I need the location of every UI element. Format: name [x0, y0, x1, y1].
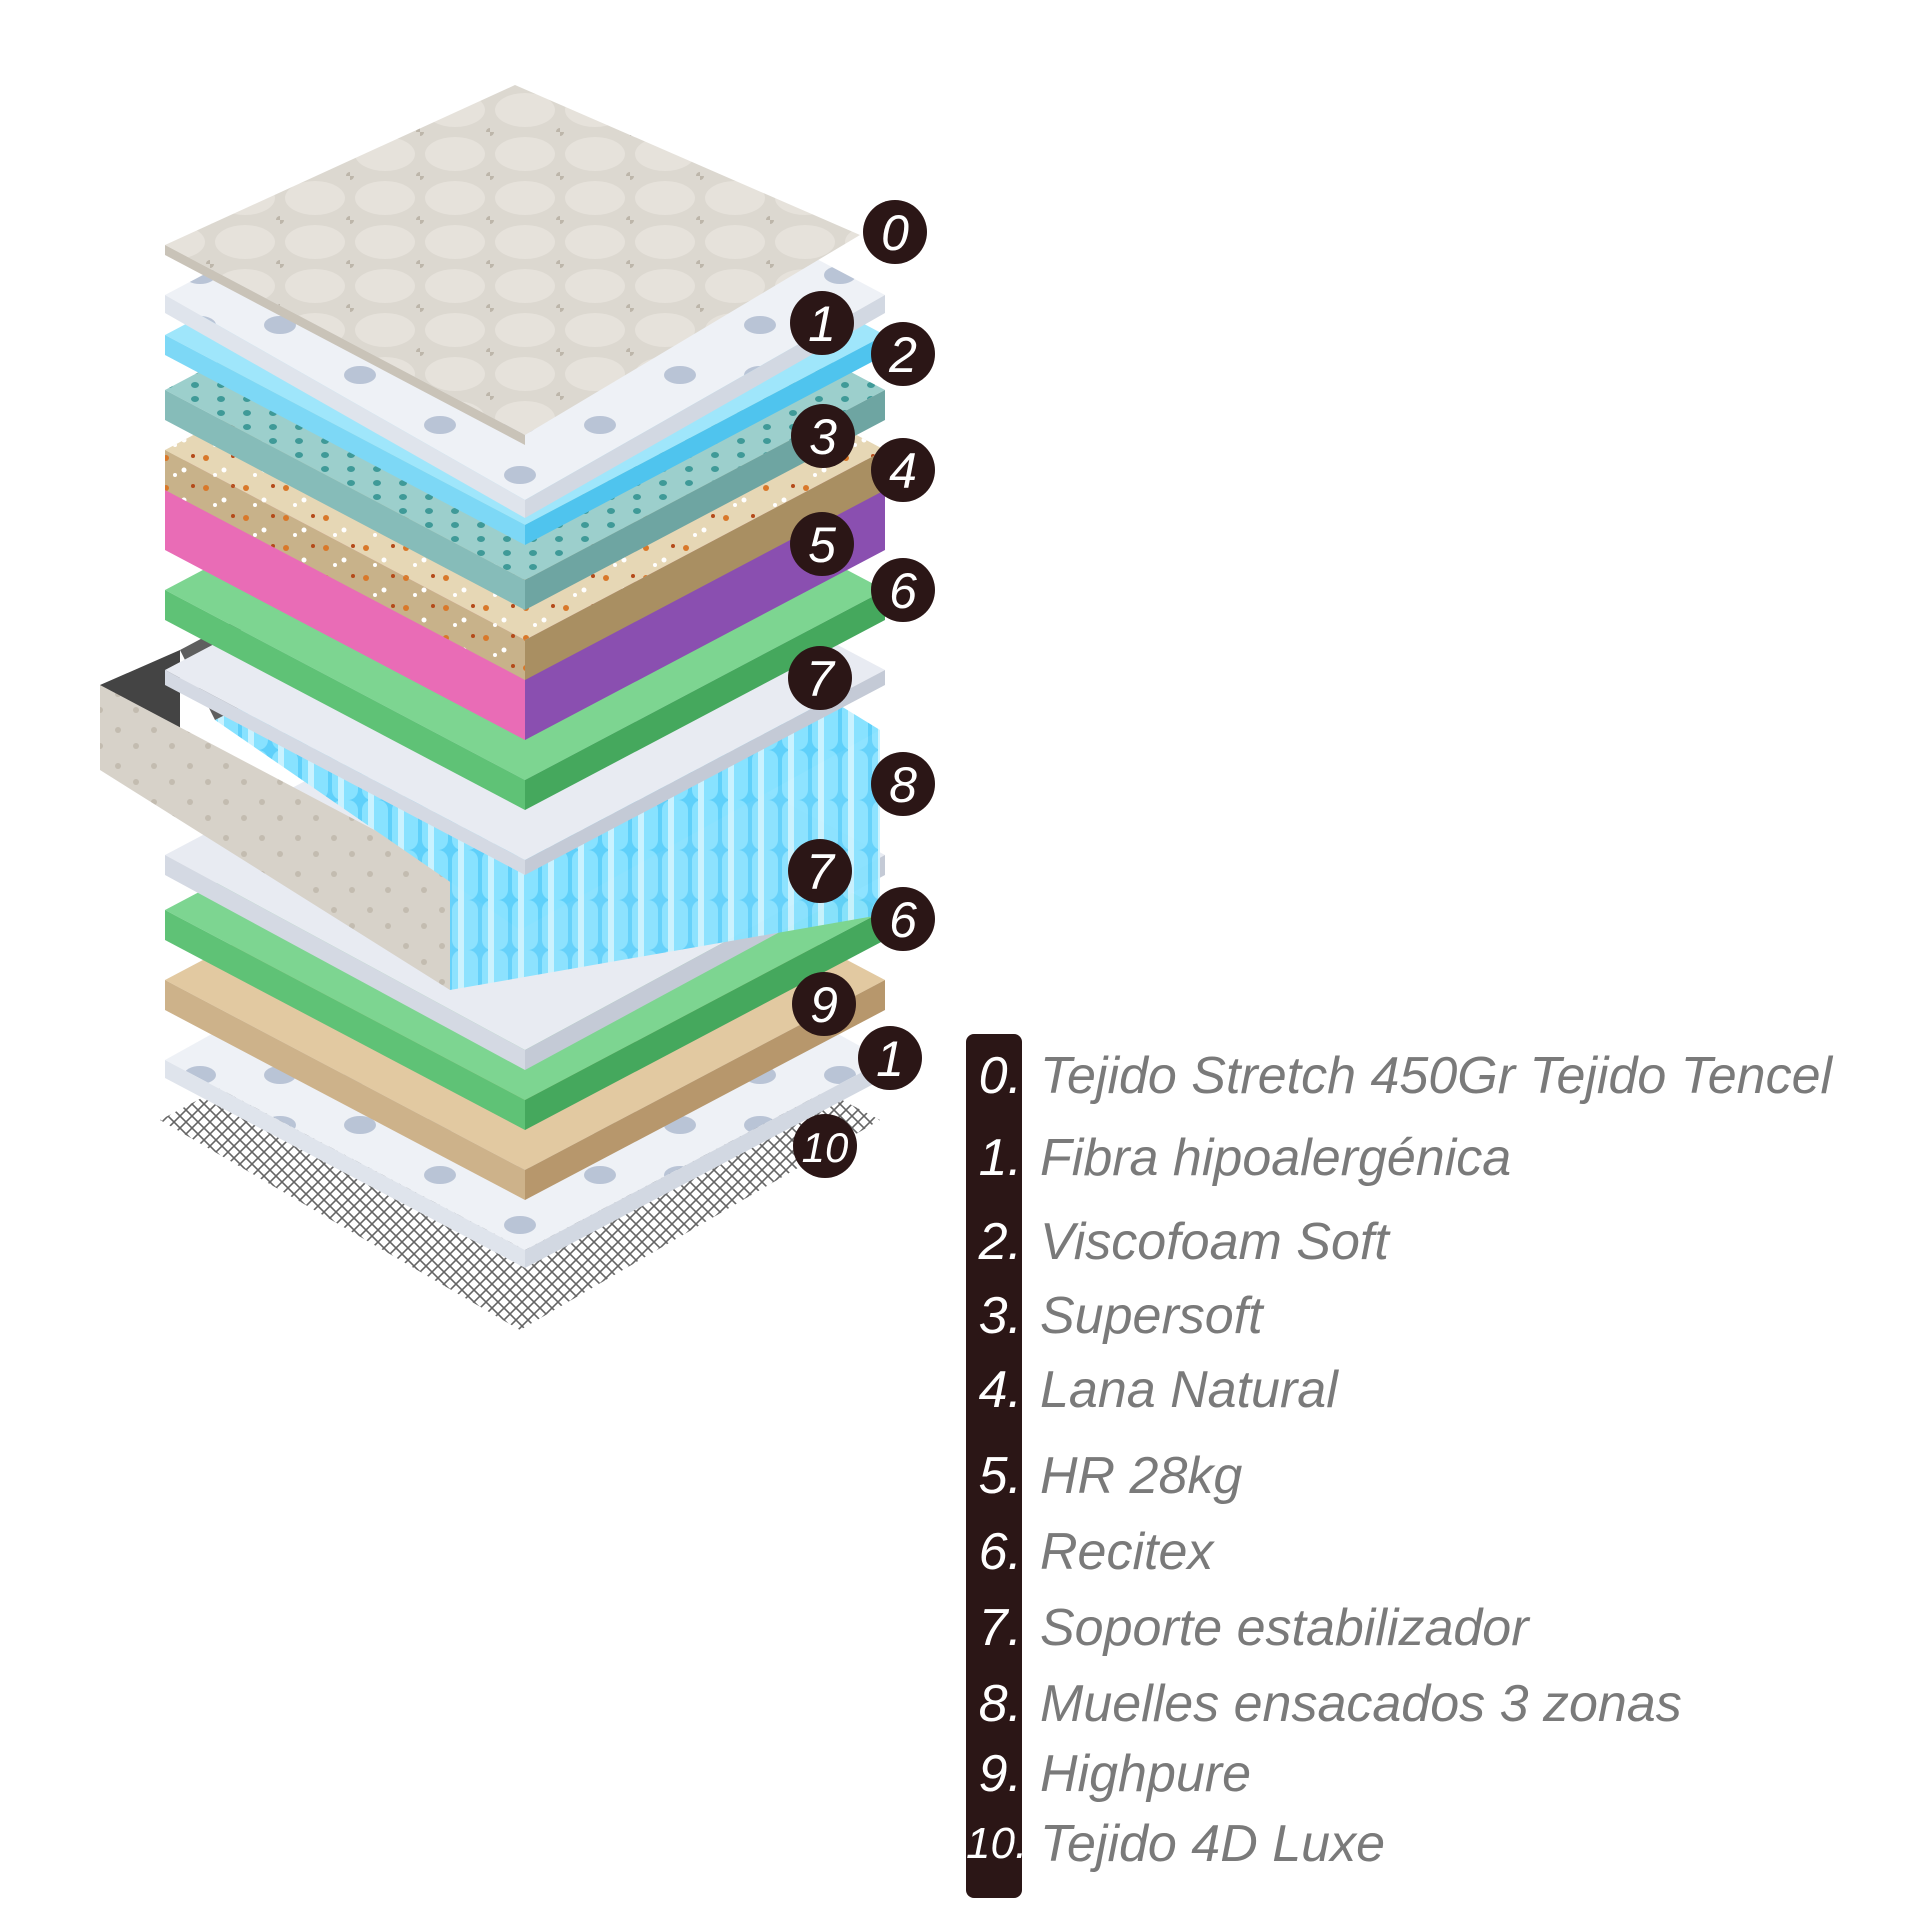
badge-6: 6	[871, 558, 935, 622]
legend-number: 10.	[966, 1819, 1028, 1868]
legend-item: 3. Supersoft	[966, 1286, 1263, 1346]
badge-3: 3	[791, 404, 855, 468]
svg-text:1: 1	[876, 1031, 904, 1087]
legend-number: 3.	[978, 1287, 1022, 1345]
svg-text:6: 6	[889, 563, 917, 619]
badge-2: 2	[871, 322, 935, 386]
badge-5: 5	[790, 512, 854, 576]
badge-7: 7	[788, 646, 852, 710]
legend-number: 6.	[978, 1523, 1022, 1581]
legend-item: 2. Viscofoam Soft	[966, 1212, 1389, 1272]
legend-item: 6. Recitex	[966, 1522, 1214, 1582]
badge-10: 10	[793, 1114, 857, 1178]
legend-number: 0.	[978, 1047, 1022, 1105]
svg-text:8: 8	[889, 757, 917, 813]
svg-text:4: 4	[889, 443, 917, 499]
legend-label: Lana Natural	[1040, 1361, 1338, 1419]
legend-label: Tejido Stretch 450Gr Tejido Tencel	[1040, 1047, 1833, 1105]
legend-item: 4. Lana Natural	[966, 1360, 1338, 1420]
legend-number: 5.	[978, 1447, 1022, 1505]
legend-label: Muelles ensacados 3 zonas	[1040, 1675, 1682, 1733]
legend-item: 7. Soporte estabilizador	[966, 1598, 1529, 1658]
svg-text:5: 5	[808, 517, 836, 573]
legend-label: HR 28kg	[1040, 1447, 1243, 1505]
badge-9: 9	[792, 972, 856, 1036]
badge-7b: 7	[788, 839, 852, 903]
svg-text:6: 6	[889, 892, 917, 948]
svg-text:0: 0	[881, 205, 909, 261]
badge-0: 0	[863, 200, 927, 264]
svg-text:10: 10	[802, 1124, 849, 1171]
badge-8: 8	[871, 752, 935, 816]
legend-number-bar	[966, 1034, 1022, 1898]
legend-label: Tejido 4D Luxe	[1040, 1815, 1385, 1873]
legend-label: Supersoft	[1040, 1287, 1263, 1345]
legend-label: Recitex	[1040, 1523, 1214, 1581]
legend-label: Highpure	[1040, 1745, 1252, 1803]
legend-item: 5. HR 28kg	[966, 1446, 1243, 1506]
legend-item: 8. Muelles ensacados 3 zonas	[966, 1674, 1682, 1734]
legend-number: 4.	[978, 1361, 1022, 1419]
svg-text:7: 7	[806, 844, 836, 900]
legend-item: 9. Highpure	[966, 1744, 1251, 1804]
legend-label: Viscofoam Soft	[1040, 1213, 1389, 1271]
legend-label: Soporte estabilizador	[1040, 1599, 1529, 1657]
badge-6b: 6	[871, 887, 935, 951]
badge-1: 1	[790, 291, 854, 355]
legend-number: 8.	[978, 1675, 1022, 1733]
legend-number: 7.	[978, 1599, 1022, 1657]
svg-text:9: 9	[810, 977, 838, 1033]
legend-number: 1.	[978, 1129, 1022, 1187]
badge-1b: 1	[858, 1026, 922, 1090]
legend-item: 10. Tejido 4D Luxe	[966, 1814, 1385, 1874]
svg-text:1: 1	[808, 296, 836, 352]
svg-text:2: 2	[888, 327, 917, 383]
layer-tejido-stretch	[165, 85, 860, 445]
legend-number: 9.	[978, 1745, 1022, 1803]
legend-number: 2.	[978, 1213, 1022, 1271]
legend-item: 0. Tejido Stretch 450Gr Tejido Tencel	[966, 1046, 1832, 1106]
legend-label: Fibra hipoalergénica	[1040, 1129, 1512, 1187]
svg-text:3: 3	[809, 409, 837, 465]
badge-4: 4	[871, 438, 935, 502]
legend-item: 1. Fibra hipoalergénica	[966, 1128, 1512, 1188]
svg-text:7: 7	[806, 651, 836, 707]
